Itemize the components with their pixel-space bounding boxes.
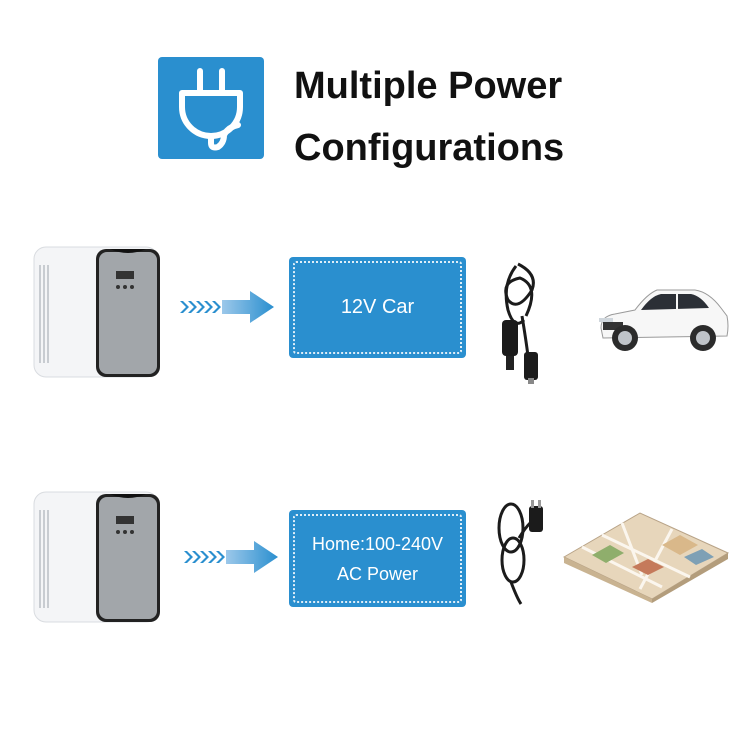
direction-arrow-icon	[182, 537, 282, 577]
page-title: Multiple Power Configurations	[294, 55, 634, 179]
plug-icon	[179, 68, 243, 151]
car-power-label: 12V Car	[340, 296, 415, 318]
car-power-label-box: 12V Car	[289, 257, 466, 358]
car-charger-cable-icon	[488, 260, 550, 388]
title-line-2: Configurations	[294, 127, 565, 169]
home-power-label-box: Home:100-240V AC Power	[289, 510, 466, 607]
title-line-1: Multiple Power	[294, 65, 563, 107]
home-power-label-line-1: Home:100-240V	[311, 534, 444, 554]
suv-car-icon	[595, 282, 733, 358]
house-floorplan-icon	[562, 505, 730, 603]
mini-fridge-image	[32, 243, 162, 381]
mini-fridge-image	[32, 488, 162, 626]
ac-power-cord-icon	[495, 498, 551, 608]
direction-arrow-icon	[178, 287, 278, 327]
home-power-label-line-2: AC Power	[336, 564, 419, 584]
plug-icon-tile	[158, 57, 264, 159]
